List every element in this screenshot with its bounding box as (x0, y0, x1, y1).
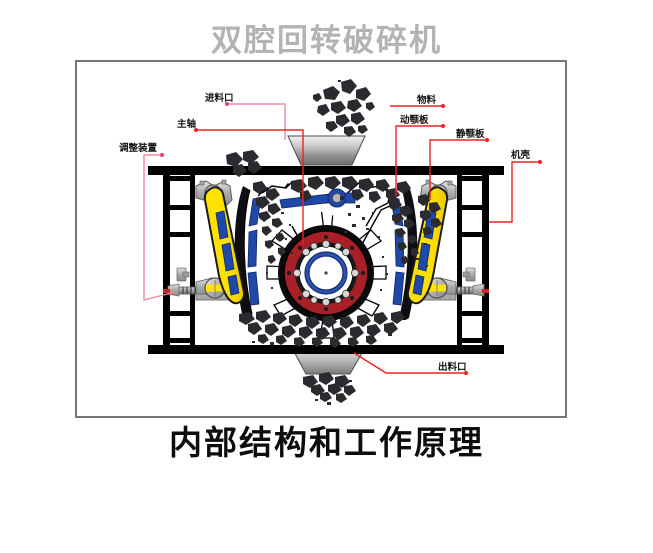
rotor-linkage-bar (279, 188, 356, 209)
bearing-balls (292, 239, 359, 306)
label-housing: 机壳 (511, 150, 531, 161)
label-moving-jaw-plate: 动颚板 (400, 115, 429, 126)
diagram-caption: 内部结构和工作原理 (169, 424, 484, 461)
label-adjusting-device: 调整装置 (119, 143, 158, 154)
machine-housing-frame (148, 166, 504, 354)
moving-jaw-plate-left (203, 186, 246, 305)
label-feed-inlet: 进料口 (205, 93, 234, 104)
label-static-jaw-plate: 静颚板 (456, 129, 485, 140)
page-title: 双腔回转破碎机 (211, 23, 442, 58)
label-main-shaft: 主轴 (177, 119, 197, 130)
main-shaft-bearing-hub (278, 225, 374, 321)
discharged-material-rocks (303, 372, 356, 405)
incoming-material-rocks (313, 79, 375, 137)
label-material: 物料 (417, 95, 437, 106)
chamber-material-rocks (226, 150, 442, 348)
adjusting-screw-right (443, 267, 489, 297)
label-leader-lines (143, 102, 542, 375)
feed-hopper (287, 135, 366, 166)
label-discharge-outlet: 出料口 (438, 362, 467, 373)
